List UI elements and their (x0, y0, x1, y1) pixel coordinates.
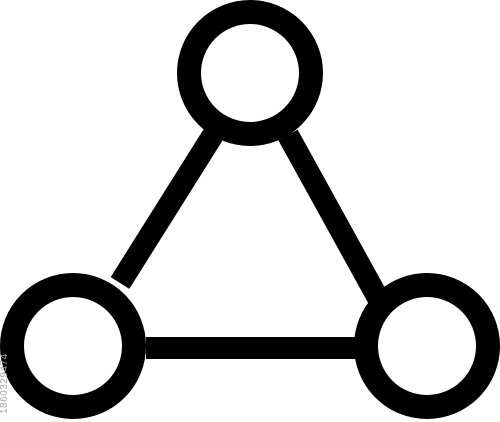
node-bottom-left-circle (0, 273, 146, 419)
edge-top-right (278, 129, 388, 304)
watermark-id: 1860329474 (0, 353, 10, 414)
node-top-circle (177, 0, 323, 146)
edge-top-left (110, 129, 223, 289)
node-bottom-right-circle (354, 273, 500, 419)
